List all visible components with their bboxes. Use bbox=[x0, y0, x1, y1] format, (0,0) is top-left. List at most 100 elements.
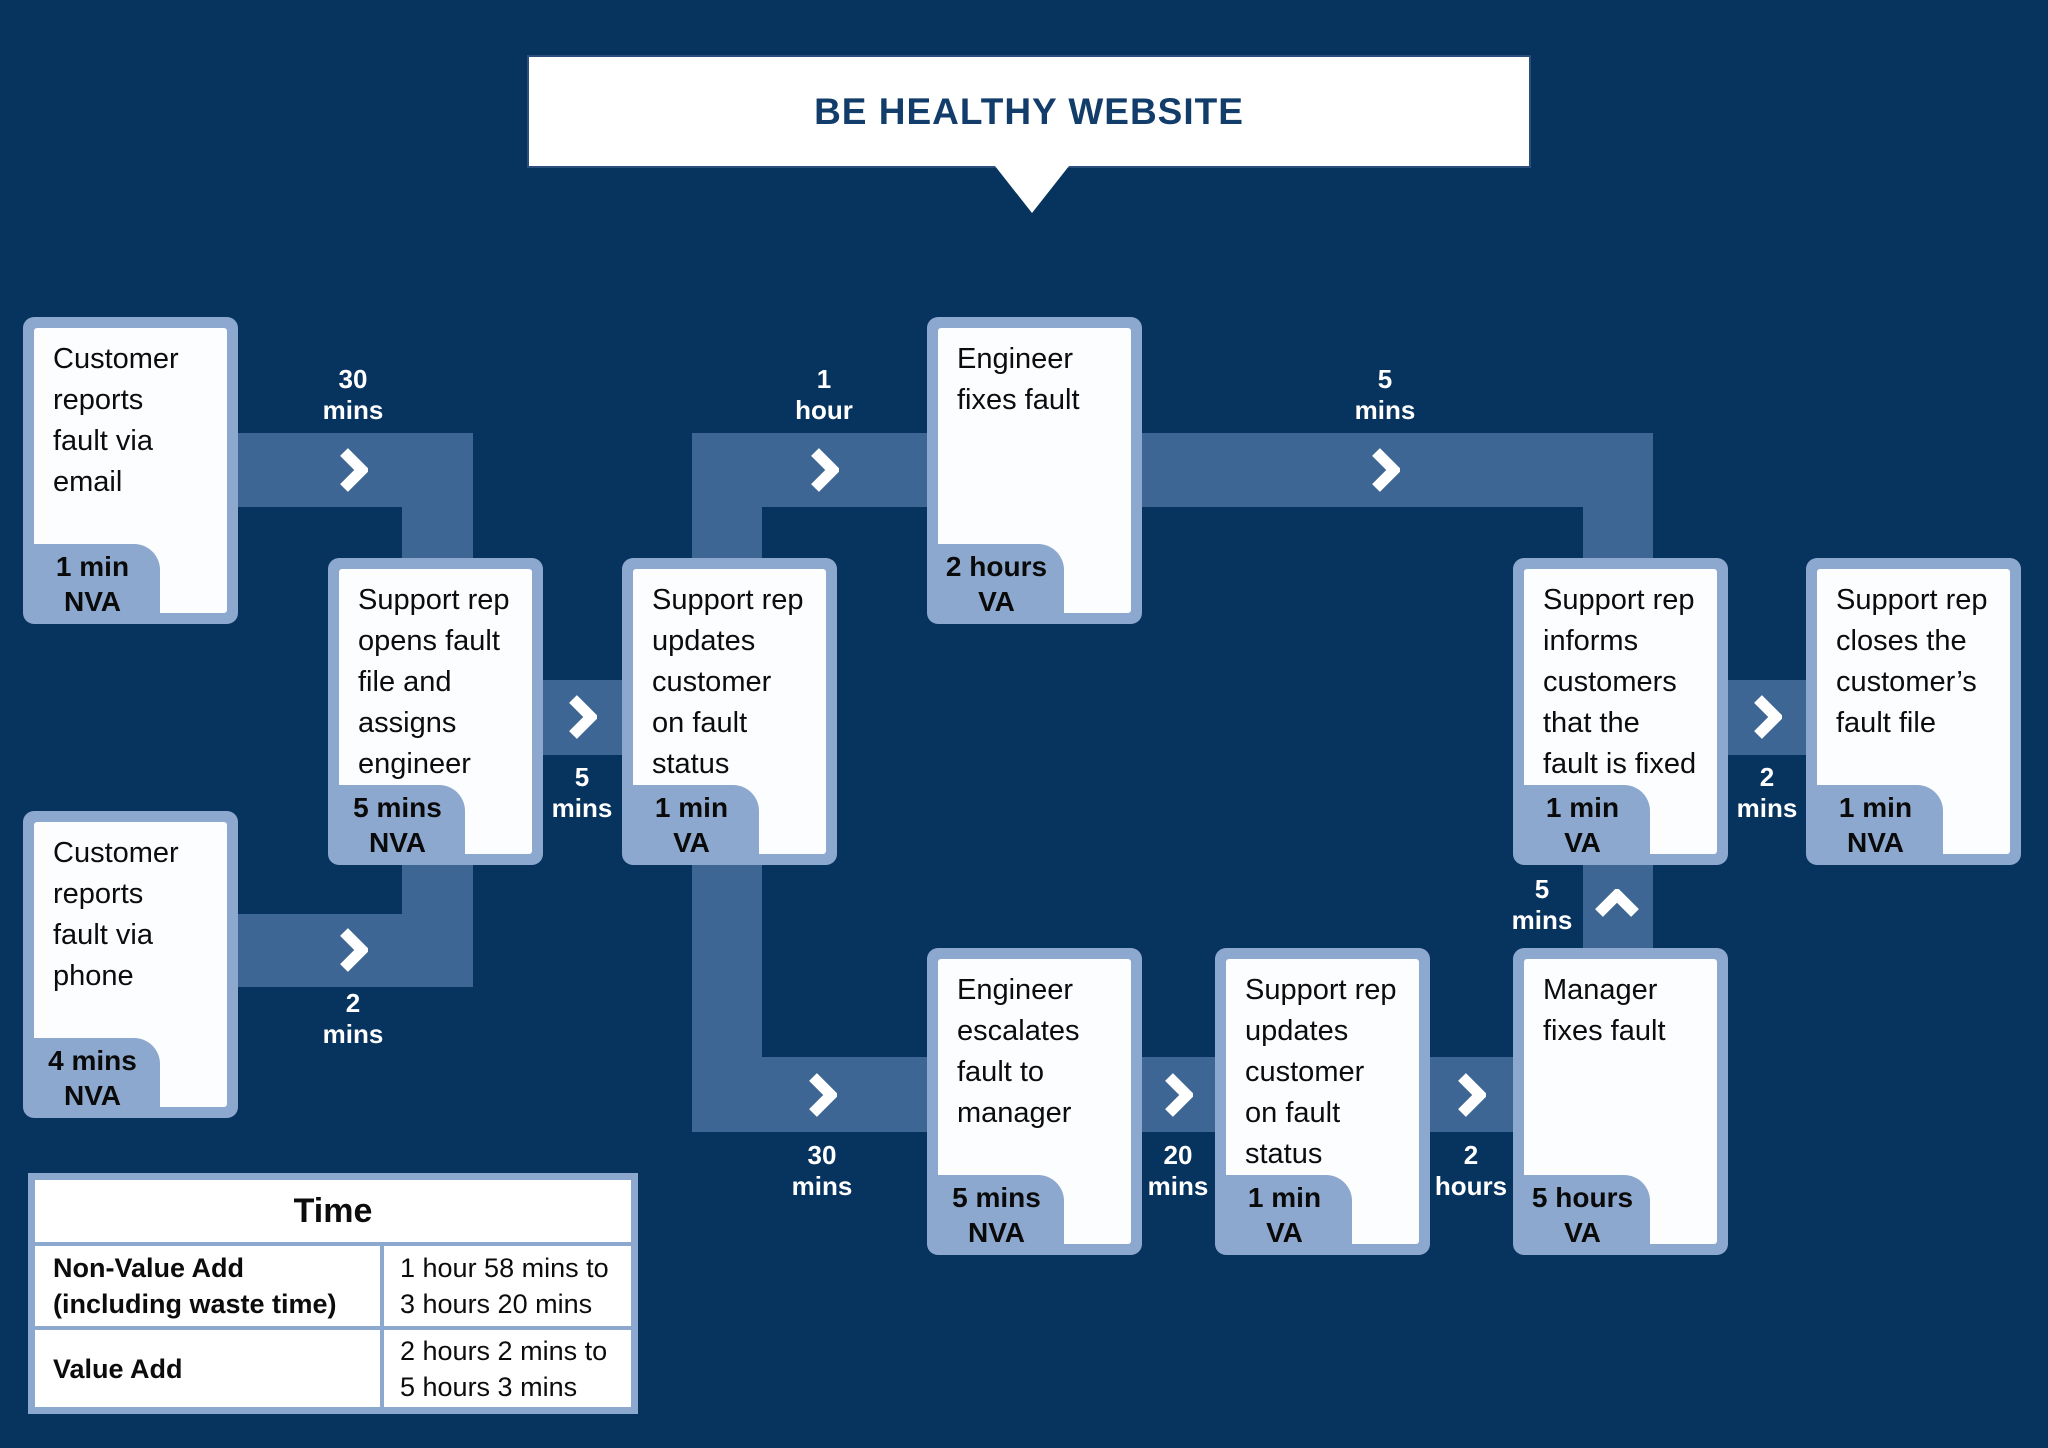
time-value: 30 bbox=[338, 364, 368, 394]
time-value: 5 bbox=[574, 762, 590, 792]
value-classification: VA bbox=[1266, 1217, 1303, 1248]
process-label: Support rep updates customer on fault st… bbox=[1245, 974, 1397, 1170]
value-classification: VA bbox=[978, 586, 1015, 617]
process-box-update-customer-2: Support rep updates customer on fault st… bbox=[1215, 948, 1430, 1255]
duration-badge: 5 mins NVA bbox=[330, 785, 465, 864]
time-value: 1 bbox=[816, 364, 832, 394]
process-box-engineer-fixes: Engineer fixes fault 2 hours VA bbox=[927, 317, 1142, 624]
process-box-customer-email: Customer reports fault via email 1 min N… bbox=[23, 317, 238, 624]
arrow-time-label: 5 mins bbox=[1497, 874, 1587, 936]
value-classification: NVA bbox=[967, 1217, 1026, 1248]
banner-pointer-triangle bbox=[995, 166, 1069, 213]
arrow-chevron-right bbox=[1370, 447, 1402, 498]
value-classification: VA bbox=[1564, 827, 1601, 858]
arrow-chevron-right bbox=[338, 927, 370, 978]
process-label: Customer reports fault via phone bbox=[53, 837, 179, 992]
value-classification: NVA bbox=[63, 586, 122, 617]
connector-top-row-h bbox=[692, 433, 1653, 507]
title-banner: BE HEALTHY WEBSITE bbox=[527, 55, 1531, 168]
time-table-row-label: Non-Value Add (including waste time) bbox=[35, 1246, 380, 1326]
time-table-row-value: 2 hours 2 mins to 5 hours 3 mins bbox=[384, 1330, 631, 1407]
duration-badge: 1 min NVA bbox=[25, 544, 160, 623]
arrow-time-label: 20 mins bbox=[1118, 1140, 1238, 1202]
duration-badge: 4 mins NVA bbox=[25, 1038, 160, 1117]
duration-value: 1 min bbox=[1545, 792, 1620, 823]
time-table-title: Time bbox=[35, 1180, 631, 1242]
process-box-update-customer-1: Support rep updates customer on fault st… bbox=[622, 558, 837, 865]
duration-badge: 2 hours VA bbox=[929, 544, 1064, 623]
duration-value: 1 min bbox=[1247, 1182, 1322, 1213]
connector-phone-to-open-v bbox=[402, 858, 473, 918]
connector-email-to-open-v bbox=[402, 433, 473, 563]
duration-badge: 1 min NVA bbox=[1808, 785, 1943, 864]
connector-update-riser-v bbox=[692, 433, 762, 563]
time-unit: mins bbox=[322, 395, 384, 425]
process-label: Support rep closes the customer’s fault … bbox=[1836, 584, 1988, 739]
duration-badge: 1 min VA bbox=[624, 785, 759, 864]
time-unit: mins bbox=[551, 793, 613, 823]
time-value: 20 bbox=[1163, 1140, 1193, 1170]
arrow-time-label: 5 mins bbox=[1325, 364, 1445, 426]
connector-inform-drop-v bbox=[1583, 433, 1653, 563]
arrow-chevron-right bbox=[1456, 1072, 1488, 1123]
value-classification: VA bbox=[673, 827, 710, 858]
process-box-open-fault-file: Support rep opens fault file and assigns… bbox=[328, 558, 543, 865]
duration-value: 1 min bbox=[55, 551, 130, 582]
time-value: 2 bbox=[345, 988, 361, 1018]
time-unit: mins bbox=[1511, 905, 1573, 935]
time-unit: mins bbox=[1147, 1171, 1209, 1201]
value-classification: VA bbox=[1564, 1217, 1601, 1248]
process-label: Engineer escalates fault to manager bbox=[957, 974, 1080, 1129]
arrow-time-label: 2 mins bbox=[293, 988, 413, 1050]
duration-value: 4 mins bbox=[48, 1045, 137, 1076]
process-box-manager-fixes: Manager fixes fault 5 hours VA bbox=[1513, 948, 1728, 1255]
time-value: 5 bbox=[1377, 364, 1393, 394]
time-unit: mins bbox=[1354, 395, 1416, 425]
process-label: Support rep updates customer on fault st… bbox=[652, 584, 804, 780]
arrow-chevron-right bbox=[809, 447, 841, 498]
process-box-close-file: Support rep closes the customer’s fault … bbox=[1806, 558, 2021, 865]
time-table-row-value: 1 hour 58 mins to 3 hours 20 mins bbox=[384, 1246, 631, 1326]
duration-value: 5 mins bbox=[353, 792, 442, 823]
arrow-chevron-up bbox=[1594, 887, 1640, 924]
duration-value: 5 mins bbox=[952, 1182, 1041, 1213]
duration-value: 5 hours bbox=[1531, 1182, 1634, 1213]
connector-update-to-escalate-h bbox=[692, 1057, 930, 1132]
value-classification: NVA bbox=[1846, 827, 1905, 858]
duration-value: 1 min bbox=[654, 792, 729, 823]
time-unit: mins bbox=[1736, 793, 1798, 823]
duration-value: 2 hours bbox=[945, 551, 1048, 582]
duration-badge: 5 hours VA bbox=[1515, 1175, 1650, 1254]
duration-badge: 5 mins NVA bbox=[929, 1175, 1064, 1254]
connector-inform-to-close bbox=[1726, 680, 1808, 755]
arrow-time-label: 2 hours bbox=[1411, 1140, 1531, 1202]
process-label: Manager fixes fault bbox=[1543, 974, 1666, 1047]
process-label: Engineer fixes fault bbox=[957, 343, 1080, 416]
duration-badge: 1 min VA bbox=[1217, 1175, 1352, 1254]
time-unit: hours bbox=[1434, 1171, 1508, 1201]
arrow-time-label: 1 hour bbox=[764, 364, 884, 426]
value-classification: NVA bbox=[63, 1080, 122, 1111]
process-box-customer-phone: Customer reports fault via phone 4 mins … bbox=[23, 811, 238, 1118]
process-box-engineer-escalates: Engineer escalates fault to manager 5 mi… bbox=[927, 948, 1142, 1255]
time-unit: hour bbox=[795, 395, 853, 425]
arrow-time-label: 5 mins bbox=[522, 762, 642, 824]
time-table-grid: Time Non-Value Add (including waste time… bbox=[35, 1180, 631, 1407]
arrow-time-label: 30 mins bbox=[293, 364, 413, 426]
value-classification: NVA bbox=[368, 827, 427, 858]
process-label: Support rep informs customers that the f… bbox=[1543, 584, 1697, 780]
time-unit: mins bbox=[322, 1019, 384, 1049]
time-value: 2 bbox=[1759, 762, 1775, 792]
time-value: 2 bbox=[1463, 1140, 1479, 1170]
process-label: Support rep opens fault file and assigns… bbox=[358, 584, 510, 780]
connector-open-to-update bbox=[540, 680, 625, 755]
arrow-chevron-right bbox=[807, 1072, 839, 1123]
connector-manager-to-inform-v bbox=[1583, 858, 1653, 953]
time-unit: mins bbox=[791, 1171, 853, 1201]
arrow-chevron-right bbox=[1752, 694, 1784, 745]
page-title: BE HEALTHY WEBSITE bbox=[814, 90, 1244, 132]
arrow-chevron-right bbox=[338, 447, 370, 498]
process-label: Customer reports fault via email bbox=[53, 343, 179, 498]
process-box-inform-fixed: Support rep informs customers that the f… bbox=[1513, 558, 1728, 865]
